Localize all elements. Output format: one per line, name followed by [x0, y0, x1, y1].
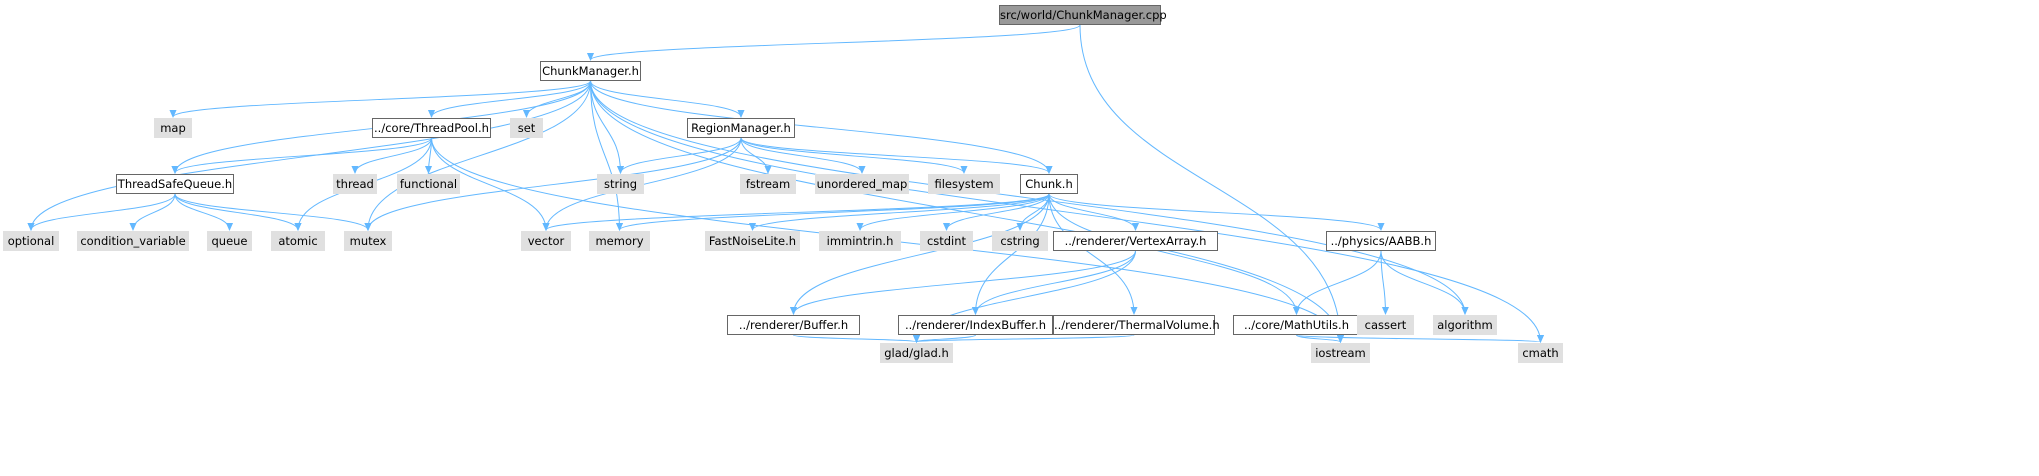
node-iostream: iostream: [1311, 343, 1370, 363]
node-optional: optional: [3, 231, 59, 251]
edge-threadsafequeue_h-to-optional: [31, 193, 176, 230]
edge-aabb_h-to-algorithm: [1380, 250, 1465, 314]
edge-regionmanager_h-to-mutex: [368, 137, 742, 230]
edge-aabb_h-to-mathutils_h: [1297, 250, 1382, 314]
edge-mathutils_h-to-iostream: [1296, 334, 1341, 342]
node-queue: queue: [207, 231, 252, 251]
node-cstring: cstring: [992, 231, 1048, 251]
node-glad-h: glad/glad.h: [880, 343, 953, 363]
edge-threadsafequeue_h-to-queue: [174, 193, 230, 230]
edge-chunkmanager_h-to-iostream: [590, 80, 1341, 342]
node-condition-variable: condition_variable: [77, 231, 189, 251]
node-thread: thread: [333, 174, 377, 194]
edge-threadpool_h-to-vector: [431, 137, 547, 230]
node-vector: vector: [521, 231, 571, 251]
node-buffer-h[interactable]: ../renderer/Buffer.h: [727, 315, 860, 335]
edge-chunkmanager_h-to-mutex: [368, 80, 591, 230]
node-string: string: [597, 174, 644, 194]
edge-aabb_h-to-cassert: [1380, 250, 1386, 314]
node-map: map: [154, 118, 192, 138]
edge-chunk_h-to-fastnoiselite_h: [753, 193, 1050, 230]
edge-chunk_h-to-aabb_h: [1048, 193, 1381, 230]
edge-chunkmanager_h-to-threadpool_h: [432, 80, 591, 117]
edge-buffer_h-to-glad_h: [793, 334, 917, 342]
edge-vertexarray_h-to-buffer_h: [794, 250, 1136, 314]
edge-chunk_h-to-memory: [620, 193, 1050, 230]
edge-chunk_h-to-vertexarray_h: [1048, 193, 1136, 230]
node-cmath: cmath: [1518, 343, 1563, 363]
edge-threadsafequeue_h-to-condition_variable: [133, 193, 176, 230]
node-unordered-map: unordered_map: [815, 174, 909, 194]
node-cstdint: cstdint: [920, 231, 973, 251]
edge-chunk_h-to-buffer_h: [794, 193, 1050, 314]
edge-threadpool_h-to-thread: [355, 137, 432, 173]
node-chunkmanager-h[interactable]: ChunkManager.h: [540, 61, 641, 81]
node-mathutils-h[interactable]: ../core/MathUtils.h: [1233, 315, 1360, 335]
node-thermalvolume-h[interactable]: ../renderer/ThermalVolume.h: [1053, 315, 1220, 335]
node-aabb-h[interactable]: ../physics/AABB.h: [1326, 231, 1436, 251]
node-mutex: mutex: [344, 231, 392, 251]
node-immintrin-h: immintrin.h: [819, 231, 901, 251]
edge-chunk_h-to-immintrin_h: [860, 193, 1050, 230]
node-atomic: atomic: [271, 231, 325, 251]
edge-regionmanager_h-to-filesystem: [740, 137, 964, 173]
edge-chunk_h-to-mathutils_h: [1048, 193, 1297, 314]
node-fstream: fstream: [740, 174, 796, 194]
edge-threadsafequeue_h-to-atomic: [174, 193, 298, 230]
node-memory: memory: [589, 231, 650, 251]
edge-chunk_h-to-cstdint: [947, 193, 1050, 230]
edge-regionmanager_h-to-unordered_map: [740, 137, 862, 173]
node-fastnoiselite-h: FastNoiseLite.h: [705, 231, 800, 251]
node-threadsafequeue-h[interactable]: ThreadSafeQueue.h: [116, 174, 234, 194]
edge-chunk_h-to-thermalvolume_h: [1048, 193, 1134, 314]
edge-regionmanager_h-to-fstream: [740, 137, 768, 173]
edge-root-to-iostream: [1079, 24, 1341, 342]
edge-chunkmanager_h-to-optional: [31, 80, 591, 230]
edge-chunkmanager_h-to-set: [527, 80, 591, 117]
edge-threadsafequeue_h-to-mutex: [174, 193, 368, 230]
edge-regionmanager_h-to-string: [621, 137, 742, 173]
node-vertexarray-h[interactable]: ../renderer/VertexArray.h: [1053, 231, 1218, 251]
edge-chunk_h-to-vector: [546, 193, 1050, 230]
node-chunk-h[interactable]: Chunk.h: [1020, 174, 1078, 194]
edge-chunkmanager_h-to-algorithm: [590, 80, 1466, 314]
edge-threadpool_h-to-threadsafequeue_h: [175, 137, 432, 173]
edge-regionmanager_h-to-chunk_h: [740, 137, 1049, 173]
node-regionmanager-h[interactable]: RegionManager.h: [687, 118, 795, 138]
edge-chunkmanager_h-to-map: [173, 80, 591, 117]
node-cassert: cassert: [1357, 315, 1414, 335]
edge-thermalvolume_h-to-glad_h: [917, 334, 1135, 342]
node-root: src/world/ChunkManager.cpp: [999, 5, 1167, 25]
edge-chunk_h-to-indexbuffer_h: [976, 193, 1050, 314]
node-indexbuffer-h[interactable]: ../renderer/IndexBuffer.h: [898, 315, 1053, 335]
node-threadpool-h[interactable]: ../core/ThreadPool.h: [372, 118, 491, 138]
edge-chunkmanager_h-to-memory: [590, 80, 620, 230]
edge-root-to-chunkmanager_h: [591, 24, 1081, 60]
edge-chunkmanager_h-to-cmath: [590, 80, 1541, 342]
edge-chunkmanager_h-to-regionmanager_h: [590, 80, 742, 117]
edge-vertexarray_h-to-indexbuffer_h: [976, 250, 1136, 314]
edge-mathutils_h-to-cmath: [1296, 335, 1541, 342]
node-algorithm: algorithm: [1433, 315, 1497, 335]
node-set: set: [510, 118, 543, 138]
edge-chunkmanager_h-to-string: [590, 80, 621, 173]
node-functional: functional: [397, 174, 460, 194]
edge-chunkmanager_h-to-chunk_h: [590, 80, 1050, 173]
node-filesystem: filesystem: [928, 174, 1000, 194]
